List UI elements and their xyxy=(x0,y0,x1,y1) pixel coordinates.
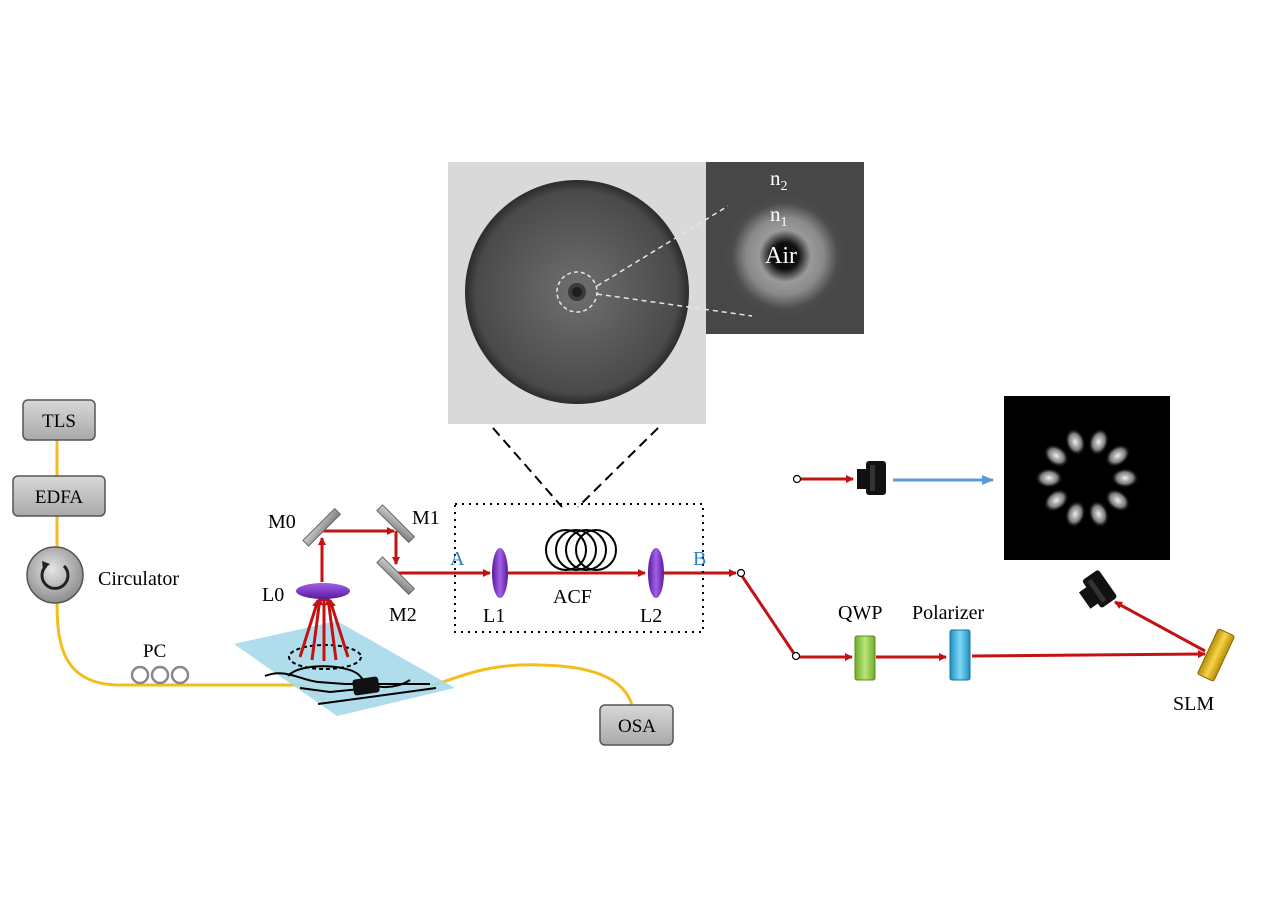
lens-l1: L1 xyxy=(483,548,508,627)
polarizer-label: Polarizer xyxy=(912,602,985,624)
camera-icon xyxy=(857,461,886,495)
circulator: Circulator xyxy=(26,546,179,604)
m2-label: M2 xyxy=(389,604,417,626)
m1-label: M1 xyxy=(412,507,440,529)
point-a-label: A xyxy=(450,548,465,570)
mode-lobe xyxy=(1088,500,1110,528)
index-n2-label: n2 xyxy=(770,166,788,194)
legend-port xyxy=(792,474,802,484)
acf-label: ACF xyxy=(553,586,592,608)
camera-icon xyxy=(1078,570,1117,609)
mirror-m0: M0 xyxy=(268,507,342,547)
captured-mode-image xyxy=(1004,396,1170,560)
mode-lobe xyxy=(1035,468,1063,488)
edfa-box: EDFA xyxy=(12,475,106,517)
mode-lobe xyxy=(1064,500,1086,528)
l2-label: L2 xyxy=(640,605,662,627)
mode-lobe xyxy=(1104,488,1131,512)
mode-lobe xyxy=(1043,488,1070,512)
slm-label: SLM xyxy=(1173,693,1214,715)
photonic-chip xyxy=(234,621,455,716)
air-core-label: Air xyxy=(765,243,797,269)
tls-box: TLS xyxy=(22,399,96,441)
fiber-output-port xyxy=(736,568,746,578)
lens-l0: L0 xyxy=(262,583,350,606)
fiber-input-port xyxy=(791,651,801,661)
point-b-label: B xyxy=(693,548,706,570)
mode-lobe xyxy=(1111,468,1139,488)
spatial-light-modulator: SLM xyxy=(1173,628,1235,715)
lens-l2: L2 xyxy=(640,548,664,627)
l0-label: L0 xyxy=(262,584,284,606)
fiber-cross-section-image xyxy=(448,162,706,424)
zoom-region-marker xyxy=(556,271,598,313)
beam-paths xyxy=(298,475,1206,661)
mode-lobe xyxy=(1088,428,1110,456)
image-projection-lines xyxy=(492,427,659,508)
edfa-label: EDFA xyxy=(35,487,83,508)
m0-label: M0 xyxy=(268,511,296,533)
tls-label: TLS xyxy=(42,411,76,432)
mode-lobe xyxy=(1064,428,1086,456)
fiber-core-zoom-image: n2 n1 Air xyxy=(596,162,864,334)
polarizer: Polarizer xyxy=(912,602,985,681)
polarization-controller: PC xyxy=(130,641,190,685)
acf-fiber-coil: ACF xyxy=(545,529,617,608)
mode-lobe xyxy=(1043,444,1070,468)
mode-lobe xyxy=(1104,444,1131,468)
pc-label: PC xyxy=(143,641,166,662)
circulator-label: Circulator xyxy=(98,568,179,590)
quarter-wave-plate: QWP xyxy=(838,602,882,681)
index-n1-label: n1 xyxy=(770,202,788,230)
acf-enclosure xyxy=(454,503,704,633)
osa-box: OSA xyxy=(599,704,674,746)
mirror-m1: M1 xyxy=(376,504,440,544)
osa-label: OSA xyxy=(618,716,656,737)
qwp-label: QWP xyxy=(838,602,882,624)
mirror-m2: M2 xyxy=(376,556,417,626)
l1-label: L1 xyxy=(483,605,505,627)
circulator-arrow-icon xyxy=(40,564,70,590)
